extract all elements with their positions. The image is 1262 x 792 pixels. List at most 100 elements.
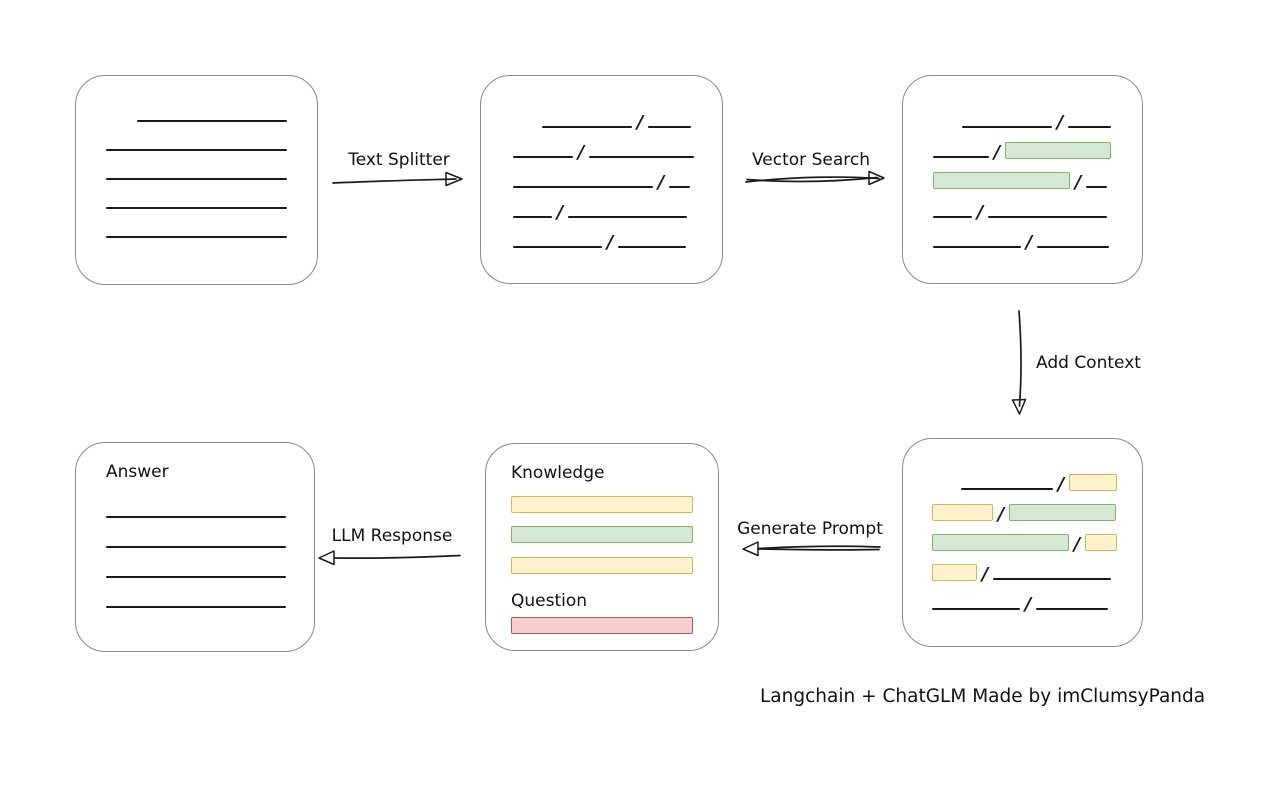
credit-caption: Langchain + ChatGLM Made by imClumsyPand… (760, 686, 1206, 707)
chunk-separator-slash: / (636, 112, 644, 133)
retrieved-chunk-green (932, 534, 1069, 551)
context-chunk-yellow (932, 564, 977, 581)
text-line (106, 149, 287, 151)
content-row (511, 484, 718, 513)
llm-response-arrow (318, 550, 461, 566)
chunk-separator-slash: / (556, 202, 564, 223)
text-line (932, 608, 1020, 610)
text-line (961, 488, 1053, 490)
content-row (106, 152, 317, 181)
vector-search-label: Vector Search (752, 150, 870, 170)
content-row: / (513, 219, 722, 252)
content-row: Answer (106, 457, 314, 483)
content-row (106, 549, 314, 579)
content-row: Question (511, 574, 718, 612)
content-row: / (513, 129, 722, 163)
text-line (1036, 608, 1108, 610)
text-line (106, 546, 286, 548)
content-row: / (932, 581, 1142, 615)
text-line (993, 578, 1111, 580)
knowledge-label: Knowledge (511, 462, 605, 483)
text-line (106, 576, 286, 578)
content-row (511, 513, 718, 543)
chunk-separator-slash: / (657, 172, 665, 193)
content-row: / (513, 189, 722, 223)
text-line (933, 246, 1021, 248)
text-line (106, 178, 287, 180)
generate-prompt-arrow (742, 541, 881, 557)
chunk-separator-slash: / (1073, 534, 1081, 555)
content-row: / (542, 99, 722, 133)
text-line (962, 126, 1052, 128)
content-row (137, 94, 317, 123)
content-row: / (933, 219, 1142, 253)
text-line (933, 156, 989, 158)
chunk-separator-slash: / (1024, 594, 1032, 615)
retrieved-chunks-box: / / / / / (902, 75, 1143, 284)
content-row: / (962, 99, 1142, 133)
content-row: / (933, 159, 1142, 193)
chunk-separator-slash: / (997, 504, 1005, 525)
content-row (106, 579, 314, 609)
text-line (618, 246, 686, 248)
answer-label: Answer (106, 461, 169, 482)
chunk-separator-slash: / (1074, 172, 1082, 193)
text-splitter-label: Text Splitter (348, 150, 450, 170)
answer-box: Answer (75, 442, 315, 652)
chunk-separator-slash: / (976, 202, 984, 223)
add-context-arrow (1011, 310, 1027, 415)
generate-prompt-label: Generate Prompt (737, 519, 883, 539)
content-row: / (932, 521, 1142, 555)
text-line (988, 216, 1107, 218)
split-chunks-box: ///// (480, 75, 723, 284)
context-chunk-yellow (1085, 534, 1117, 551)
content-row: Knowledge (511, 458, 718, 484)
content-row (106, 210, 317, 239)
content-row: / (932, 551, 1142, 585)
chunk-separator-slash: / (993, 142, 1001, 163)
text-line (669, 186, 690, 188)
text-line (589, 156, 694, 158)
context-chunk-yellow (1069, 474, 1117, 491)
context-chunk-yellow (932, 504, 993, 521)
text-line (513, 216, 552, 218)
chunk-separator-slash: / (981, 564, 989, 585)
text-line (106, 606, 286, 608)
text-line (648, 126, 691, 128)
knowledge-chunk-green (511, 526, 693, 543)
text-line (137, 120, 287, 122)
content-row (106, 519, 314, 549)
text-line (513, 186, 653, 188)
content-row: / (961, 461, 1142, 495)
retrieved-chunk-green (1005, 142, 1111, 159)
knowledge-chunk-yellow (511, 557, 693, 574)
chunk-separator-slash: / (1056, 112, 1064, 133)
content-row (106, 181, 317, 210)
content-row: / (513, 159, 722, 193)
text-line (1037, 246, 1109, 248)
content-row (511, 543, 718, 574)
content-row: / (932, 491, 1142, 525)
chunk-separator-slash: / (1025, 232, 1033, 253)
text-line (106, 207, 287, 209)
text-line (933, 216, 972, 218)
llm-response-label: LLM Response (331, 526, 453, 546)
content-row (511, 612, 718, 634)
text-line (106, 516, 286, 518)
knowledge-chunk-yellow (511, 496, 693, 513)
retrieved-chunk-green (933, 172, 1070, 189)
content-row: / (933, 129, 1142, 163)
vector-search-arrow (745, 170, 885, 186)
retrieved-chunk-green (1009, 504, 1116, 521)
content-row (106, 483, 314, 519)
text-line (1068, 126, 1111, 128)
chunk-separator-slash: / (577, 142, 585, 163)
source-document-box (75, 75, 318, 285)
text-splitter-arrow (332, 171, 463, 187)
text-line (513, 156, 573, 158)
text-line (568, 216, 687, 218)
chunk-separator-slash: / (1057, 474, 1065, 495)
